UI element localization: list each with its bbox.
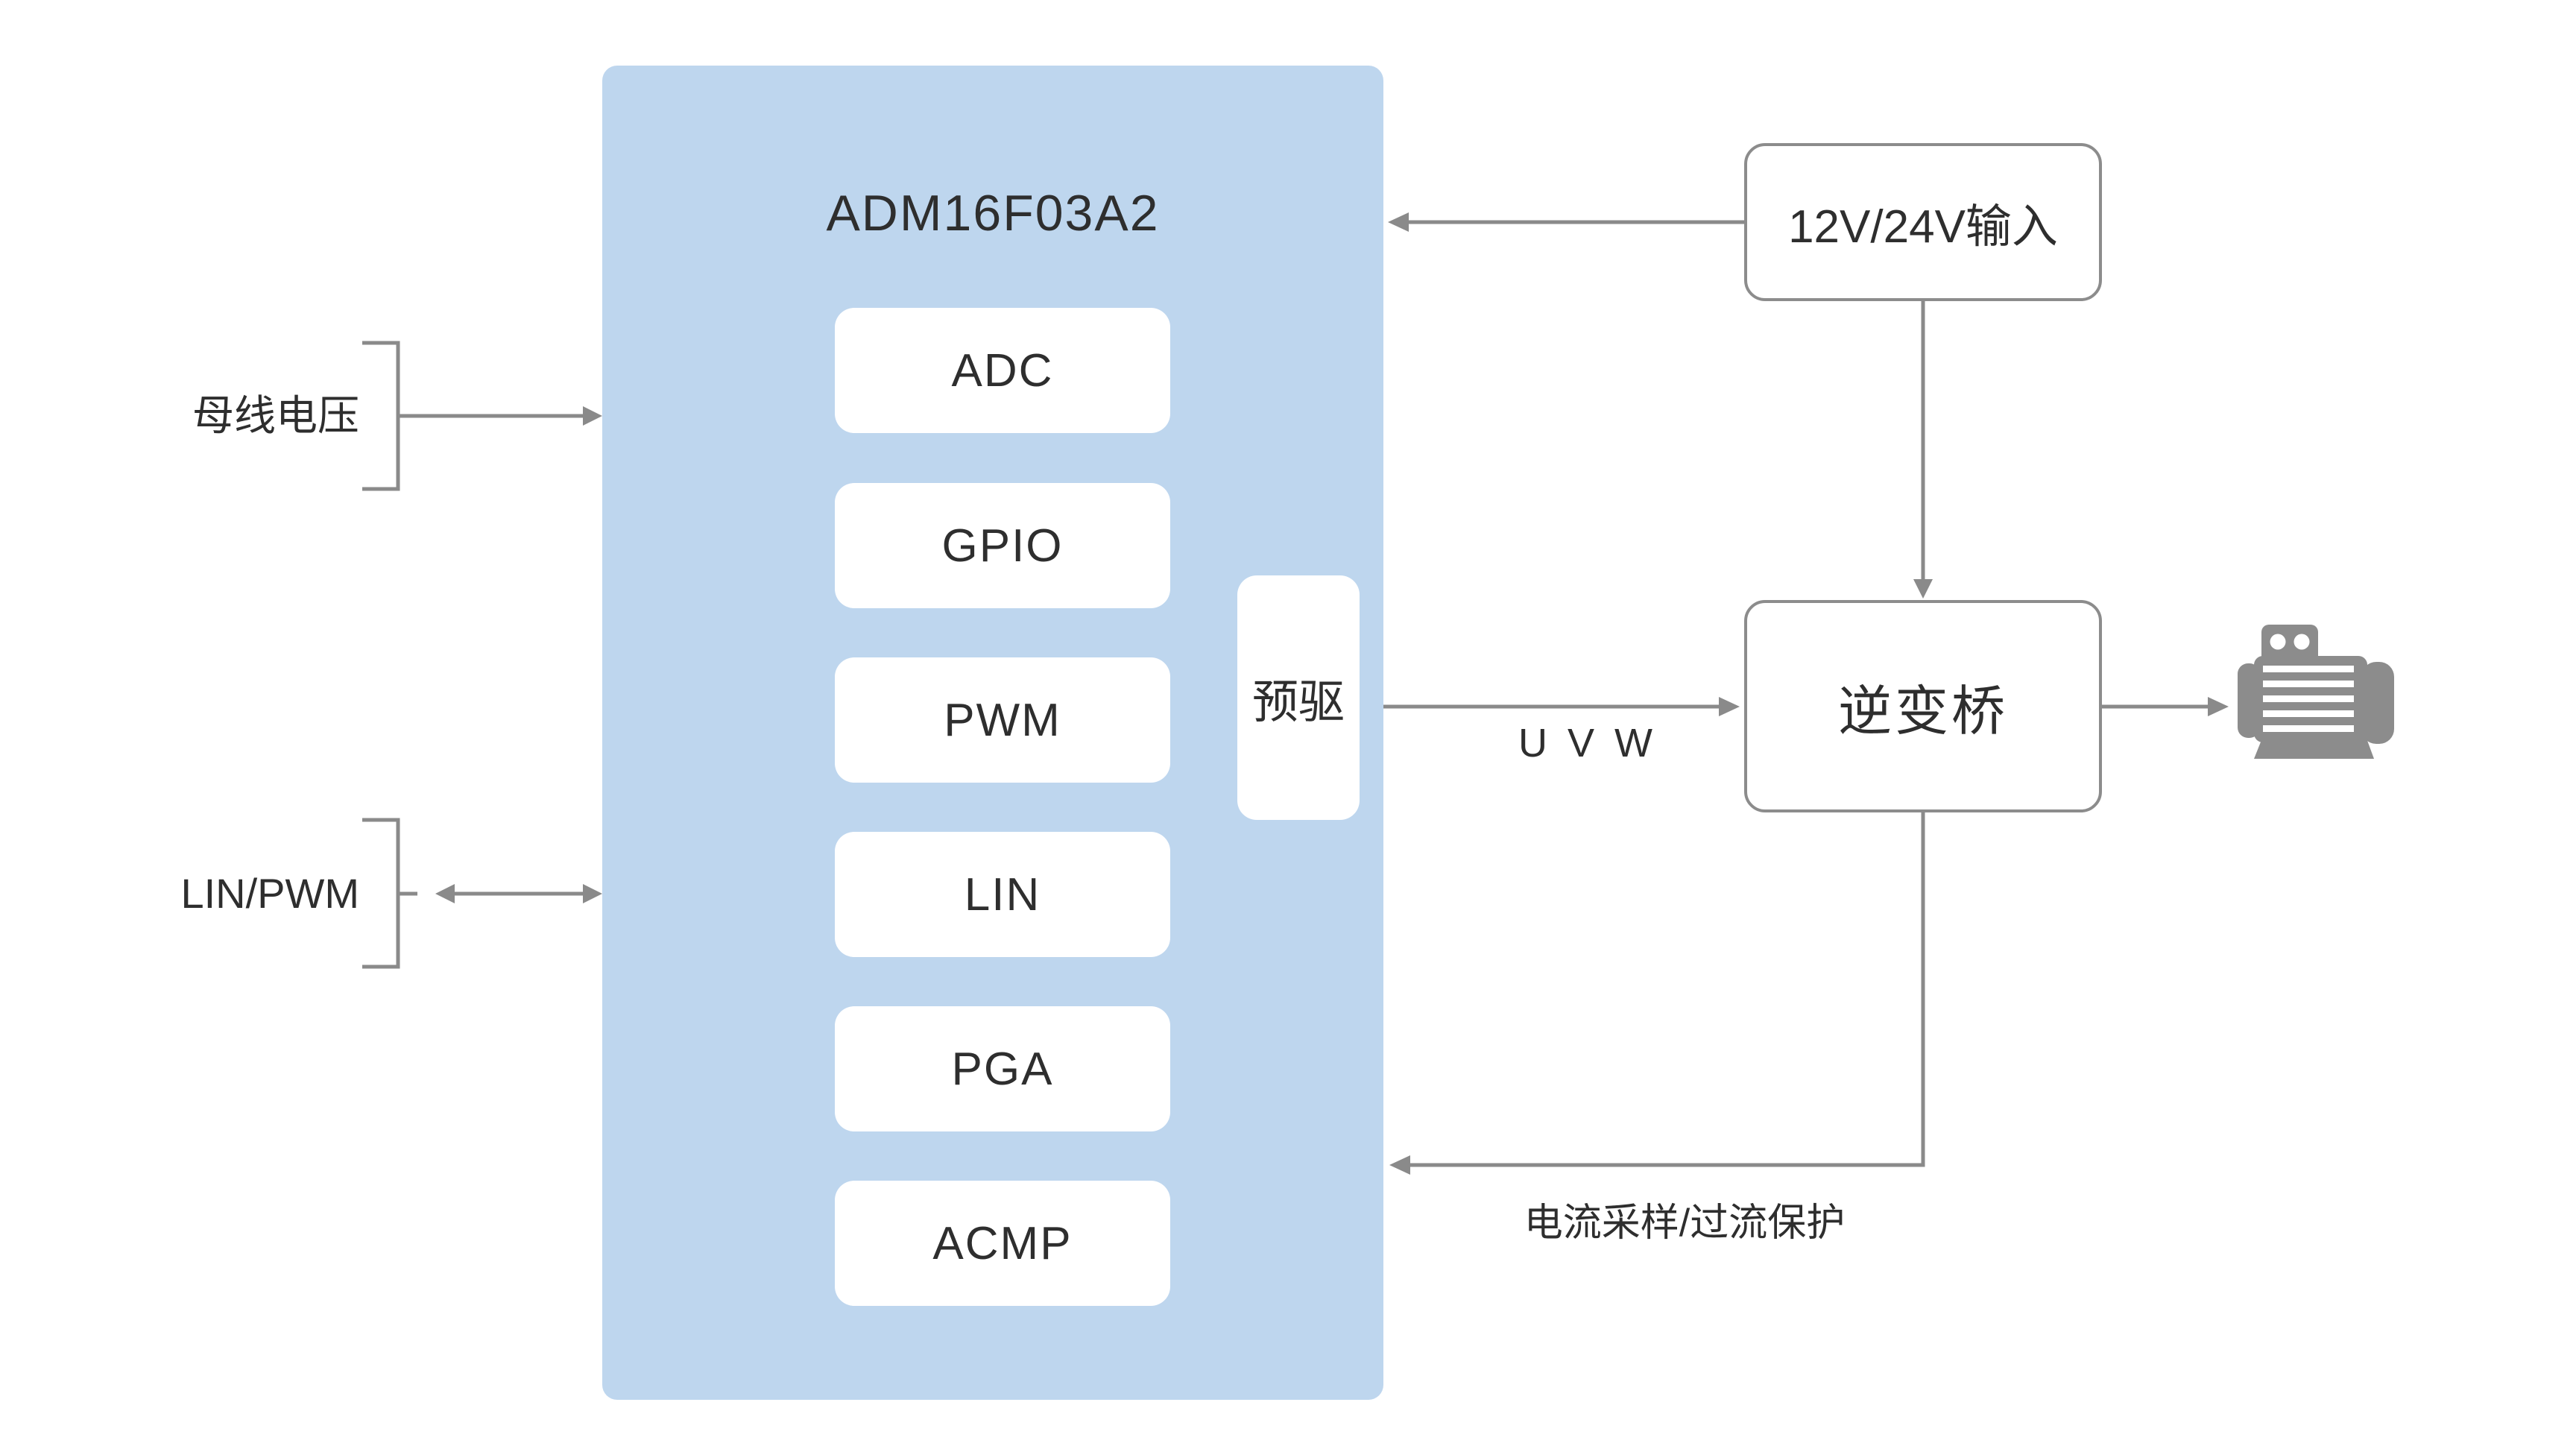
feedback-arrowhead: [1389, 1155, 1410, 1175]
power-input-box: 12V/24V输入: [1744, 143, 2102, 301]
motor-fin: [2263, 681, 2354, 687]
module-block-acmp: ACMP: [835, 1181, 1170, 1306]
lin-pwm-bracket: [362, 818, 400, 969]
motor-end-bell: [2361, 662, 2394, 744]
motor-fin: [2263, 710, 2354, 717]
inverter-box: 逆变桥: [1744, 600, 2102, 812]
motor-terminal-box: [2261, 625, 2318, 663]
uvw-phase-label: U V W: [1518, 721, 1657, 765]
motor-fin: [2263, 695, 2354, 702]
power-to-chip-arrowhead: [1388, 212, 1409, 232]
module-block-lin: LIN: [835, 832, 1170, 957]
motor-icon: [2238, 625, 2394, 759]
module-block-gpio: GPIO: [835, 483, 1170, 608]
lin-pwm-arrowhead-left: [435, 884, 455, 903]
current-sense-label: 电流采样/过流保护: [1524, 1202, 1846, 1245]
predriver-block: 预驱: [1237, 575, 1360, 820]
lin-pwm-arrowhead-right: [583, 884, 602, 903]
motor-terminal-hole: [2270, 634, 2286, 650]
chip-title: ADM16F03A2: [826, 185, 1160, 242]
motor-fin: [2263, 725, 2354, 732]
bus-voltage-label: 母线电压: [192, 392, 359, 439]
lin-pwm-label: LIN/PWM: [180, 870, 359, 917]
feedback-line: [1410, 812, 1925, 1167]
uvw-arrowhead: [1719, 697, 1740, 716]
module-block-adc: ADC: [835, 308, 1170, 433]
bus-voltage-arrowhead: [583, 406, 602, 426]
motor-terminal-hole: [2294, 634, 2310, 650]
power-to-inverter-arrowhead: [1913, 579, 1933, 599]
inverter-to-motor-arrowhead: [2208, 697, 2229, 716]
module-block-pga: PGA: [835, 1006, 1170, 1131]
motor-fin: [2263, 666, 2354, 672]
module-block-pwm: PWM: [835, 657, 1170, 783]
bus-voltage-bracket: [362, 341, 400, 491]
